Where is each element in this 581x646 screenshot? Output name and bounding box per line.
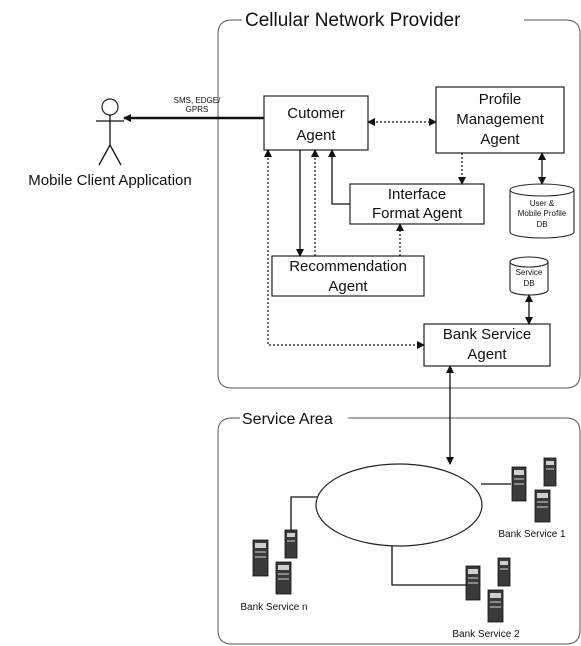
mobile-client-actor-icon xyxy=(96,98,124,166)
bank-service-n-server-icon xyxy=(252,529,298,595)
interface-agent-line1: Interface xyxy=(388,186,446,203)
link-label-line1: SMS, EDGE/ xyxy=(174,96,221,105)
service-db-line2: DB xyxy=(523,279,534,288)
user-db-line1: User & xyxy=(530,199,555,208)
bank-service-n-label: Bank Service n xyxy=(240,602,307,613)
recommendation-agent-line1: Recommendation xyxy=(289,258,407,275)
mobile-client-label: Mobile Client Application xyxy=(28,172,191,189)
bank-service-2-label: Bank Service 2 xyxy=(452,629,520,640)
cellular-region-title: Cellular Network Provider xyxy=(245,10,461,31)
profile-agent-line1: Profile xyxy=(479,91,522,108)
service-area-title: Service Area xyxy=(242,411,333,428)
interface-agent-line2: Format Agent xyxy=(372,205,463,222)
profile-agent-line3: Agent xyxy=(480,131,520,148)
network-link-n xyxy=(290,496,317,530)
link-label-line2: GPRS xyxy=(186,105,209,114)
bank-agent-line1: Bank Service xyxy=(443,326,531,343)
profile-management-agent-box: Profile Management Agent xyxy=(435,86,565,154)
customer-agent-line1: Cutomer xyxy=(287,105,345,122)
cellular-network-provider-region: Cellular Network Provider xyxy=(217,10,581,389)
recommendation-agent-box: Recommendation Agent xyxy=(271,255,425,297)
customer-agent-box: Cutomer Agent xyxy=(263,95,369,151)
interface-format-agent-box: Interface Format Agent xyxy=(349,183,485,225)
bank-agent-line2: Agent xyxy=(467,346,507,363)
service-db-icon: Service DB xyxy=(509,256,549,296)
network-cloud xyxy=(315,463,483,547)
network-link-2 xyxy=(391,546,470,586)
customer-agent-line2: Agent xyxy=(296,127,336,144)
interface-customer-connector xyxy=(328,149,350,205)
bank-service-1-server-icon xyxy=(511,457,557,523)
customer-bank-connector xyxy=(264,149,425,349)
user-db-line2: Mobile Profile xyxy=(518,209,567,218)
user-db-line3: DB xyxy=(536,220,547,229)
recommendation-agent-line2: Agent xyxy=(328,278,368,295)
bank-service-2-server-icon xyxy=(465,557,511,623)
bank-service-agent-box: Bank Service Agent xyxy=(423,323,551,367)
user-profile-db-icon: User & Mobile Profile DB xyxy=(509,183,575,239)
profile-agent-line2: Management xyxy=(456,111,544,128)
service-area-region: Service Area xyxy=(217,411,581,645)
bank-service-1-label: Bank Service 1 xyxy=(498,529,566,540)
service-db-line1: Service xyxy=(516,268,543,277)
